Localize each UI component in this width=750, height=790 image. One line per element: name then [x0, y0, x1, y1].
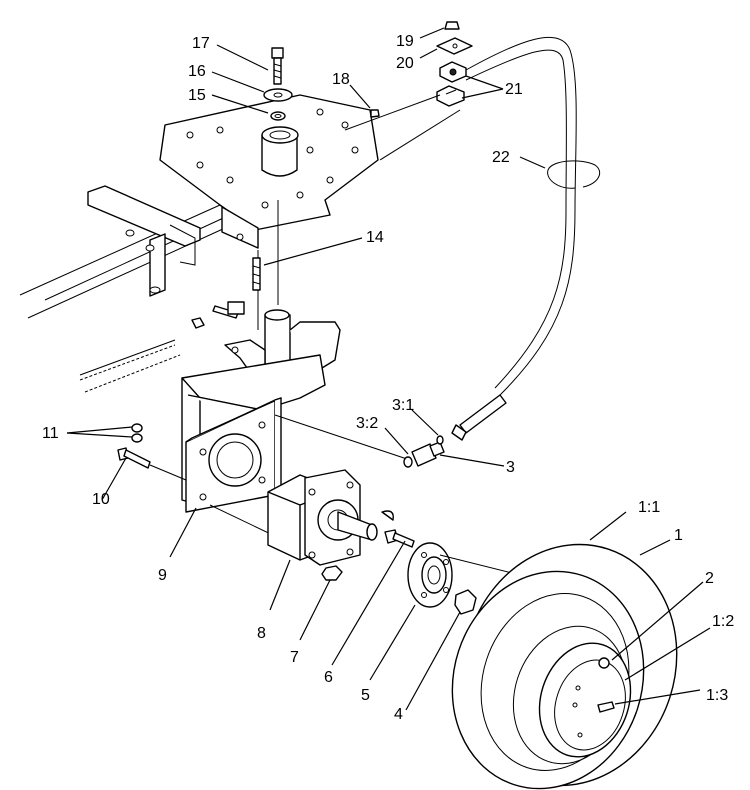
callout-22: 22: [492, 149, 510, 166]
fitting-3: [411, 441, 445, 467]
callout-16: 16: [188, 63, 206, 80]
callout-19: 19: [396, 33, 414, 50]
callout-1-3: 1:3: [706, 687, 728, 704]
callout-labels: 17 16 15 18 19 20 21 22 14 3:1 3:2 3 11 …: [42, 33, 734, 723]
callout-1: 1: [674, 527, 683, 544]
callout-1-1: 1:1: [638, 499, 660, 516]
callout-20: 20: [396, 55, 414, 72]
callout-2: 2: [705, 570, 714, 587]
callout-14: 14: [366, 229, 384, 246]
frame-tubes: [19, 139, 351, 393]
spindle-14: [252, 257, 261, 291]
callout-6: 6: [324, 669, 333, 686]
lockwasher-15: [270, 111, 286, 121]
callout-21: 21: [505, 81, 523, 98]
callout-11: 11: [42, 425, 59, 442]
nut-7: [321, 565, 343, 581]
clamps-21: [436, 61, 467, 107]
callout-4: 4: [394, 706, 403, 723]
motor-mount-plate-9: [185, 397, 282, 513]
callout-7: 7: [290, 649, 299, 666]
nut-19: [444, 21, 460, 30]
leader-lines: [66, 27, 711, 711]
bolt-17: [271, 47, 284, 85]
key-woodruff: [381, 510, 394, 521]
callout-17: 17: [192, 35, 210, 52]
callout-5: 5: [361, 687, 370, 704]
nut-18: [370, 109, 380, 118]
wheel-tire-1: [451, 543, 678, 790]
callout-1-2: 1:2: [712, 613, 734, 630]
wheel-bolt-6: [384, 529, 415, 548]
callout-9: 9: [158, 567, 167, 584]
callout-3: 3: [506, 459, 515, 476]
wheel-hub-5: [407, 542, 453, 608]
castor-yoke: [181, 309, 341, 506]
callout-3-2: 3:2: [356, 415, 378, 432]
top-mounting-plate: [159, 94, 379, 249]
bolt-10: [117, 447, 151, 469]
oring-3-2: [403, 456, 413, 468]
callout-3-1: 3:1: [392, 397, 414, 414]
callout-15: 15: [188, 87, 206, 104]
callout-8: 8: [257, 625, 266, 642]
clamp-plate-20: [436, 37, 473, 55]
bolt-and-nut-small: [191, 301, 245, 329]
hydraulic-hose: [451, 36, 577, 441]
callout-18: 18: [332, 71, 350, 88]
hydraulic-motor-8: [267, 469, 378, 566]
lug-nut-4: [454, 589, 477, 615]
oring-3-1: [436, 435, 444, 445]
nuts-11: [131, 423, 143, 443]
callout-10: 10: [92, 491, 110, 508]
washer-16: [263, 88, 293, 102]
snap-ring-22: [547, 160, 601, 189]
